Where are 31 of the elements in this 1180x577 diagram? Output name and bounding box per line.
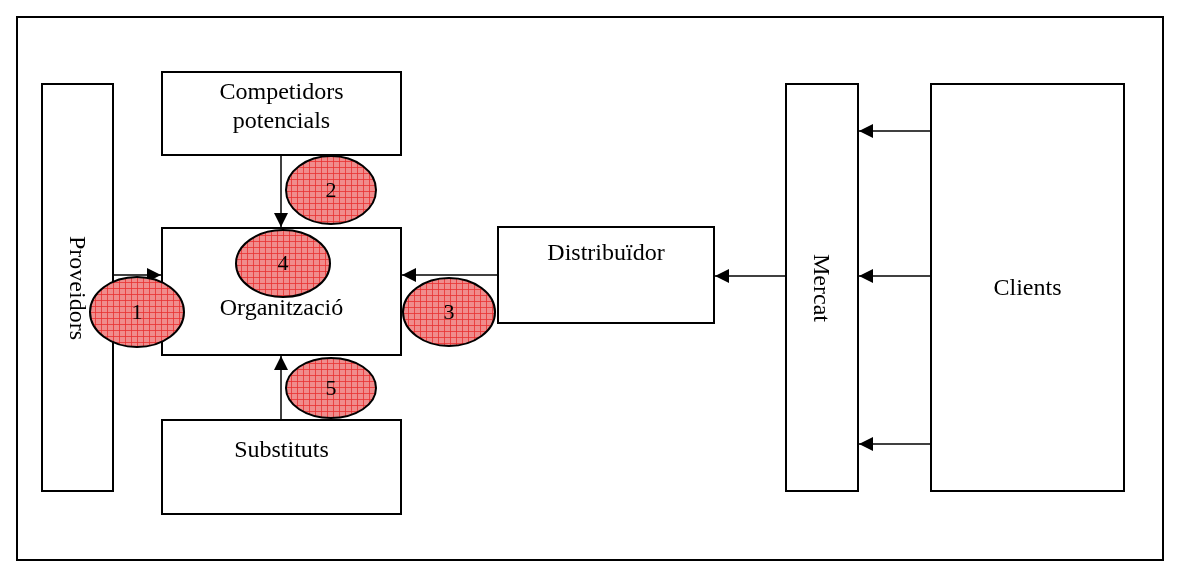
box-label: Proveidors — [63, 235, 92, 340]
callout-number: 2 — [325, 177, 337, 203]
arrow — [858, 269, 931, 283]
process-box — [930, 83, 1125, 492]
box-label: Substituts — [234, 435, 329, 464]
box-label: Competidors potencials — [218, 77, 345, 135]
numbered-ellipse — [89, 276, 185, 348]
process-box — [497, 226, 715, 324]
numbered-ellipse — [235, 229, 331, 298]
box-label: Distribuïdor — [547, 238, 665, 267]
arrow — [714, 269, 786, 283]
arrow — [274, 155, 288, 228]
callout-number: 1 — [131, 299, 143, 325]
numbered-ellipse — [285, 357, 377, 419]
arrow — [274, 355, 288, 420]
box-label: Mercat — [808, 253, 837, 322]
callout-number: 3 — [443, 299, 455, 325]
callout-number: 5 — [325, 375, 337, 401]
box-label: Organització — [219, 293, 344, 322]
arrow — [858, 437, 931, 451]
process-box — [161, 71, 402, 156]
process-box — [785, 83, 859, 492]
numbered-ellipse — [285, 155, 377, 225]
arrow — [858, 124, 931, 138]
box-label: Clients — [993, 273, 1062, 302]
process-box — [161, 227, 402, 356]
process-box — [41, 83, 114, 492]
process-box — [161, 419, 402, 515]
numbered-ellipse — [402, 277, 496, 347]
arrow — [401, 268, 498, 282]
callout-number: 4 — [277, 250, 289, 277]
